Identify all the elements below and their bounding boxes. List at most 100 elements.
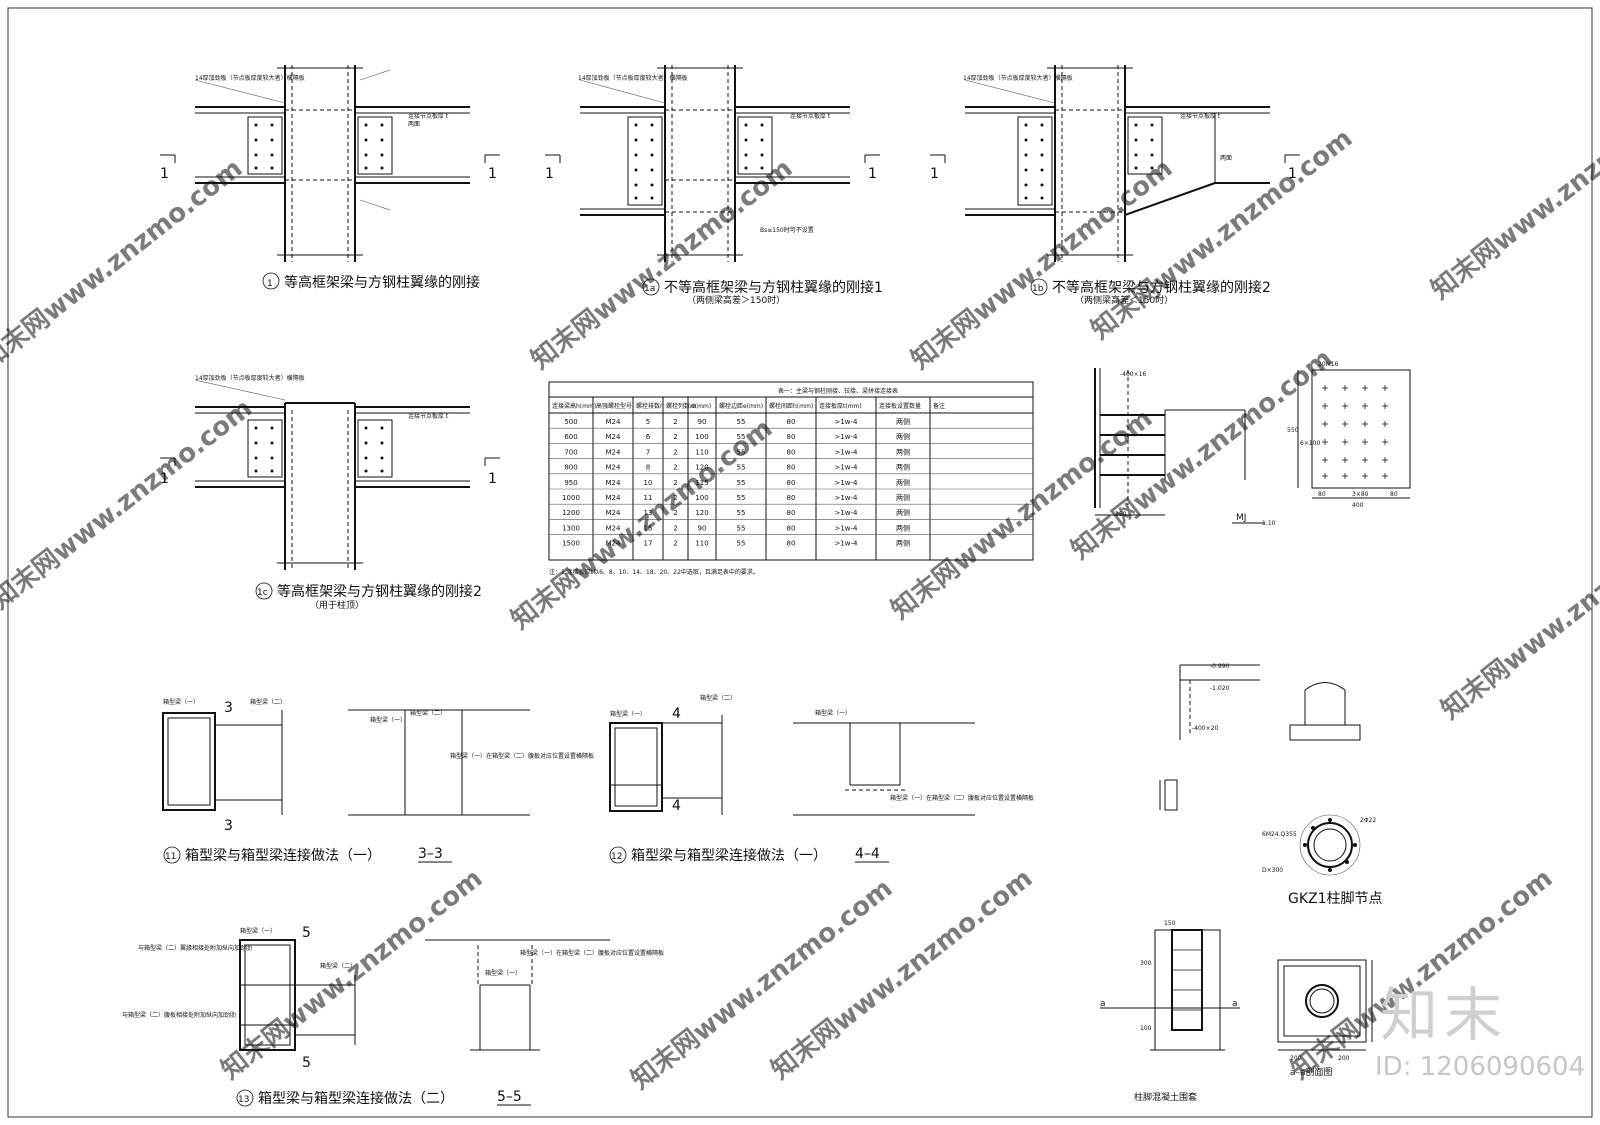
d1b-number: 1b (1032, 284, 1044, 294)
detail-1c-drawing: 1 1 (160, 379, 500, 570)
detail-1a-drawing: 1 1 (545, 65, 880, 262)
table-cell: 1300 (562, 524, 580, 532)
d1c-number-circle (255, 582, 273, 600)
svg-text:3: 3 (224, 818, 233, 834)
base-cut-mark-right: a (1232, 999, 1238, 1009)
d13-joint-note-2: 与箱型梁（二）腹板相接处附加纵向加劲肋 (122, 1011, 236, 1019)
table-cell: 13 (644, 509, 653, 517)
mj-dim-80-left: 80 (1318, 491, 1326, 498)
base-section-title: a–a剖面图 (1290, 1066, 1333, 1078)
d13-section: 5–5 (497, 1089, 522, 1105)
table-cell: 600 (564, 433, 577, 441)
svg-text:1: 1 (868, 166, 877, 182)
mj-detail-drawing (1094, 368, 1411, 524)
d1-number-circle (262, 272, 280, 290)
d13-sec-beam-1: 箱型梁（一） (485, 969, 521, 977)
base-concrete-title: 柱脚混凝土围套 (1134, 1091, 1197, 1103)
table-cell: 2 (673, 479, 677, 487)
d1a-note-150: Bs≤150时可不设置 (760, 226, 814, 234)
table-cell: 80 (787, 540, 796, 548)
table-cell: >1w-4 (834, 540, 858, 548)
table-cell: 两侧 (896, 463, 910, 472)
d12-beam-1: 箱型梁（一） (610, 710, 646, 718)
d12-number: 12 (611, 852, 622, 862)
svg-text:4: 4 (672, 706, 681, 722)
d1-both-sides: 两面 (408, 121, 420, 128)
svg-text:1: 1 (160, 471, 169, 487)
table-cell: 2 (673, 509, 677, 517)
table-cell: 80 (787, 448, 796, 456)
base-rebar: 2Φ22 (1360, 817, 1376, 824)
table-cell: M24 (606, 540, 621, 548)
d1a-plate-note: 连接节点板厚 t (790, 112, 831, 120)
detail-13-drawing: 5 5 (239, 925, 610, 1071)
d12-section: 4–4 (855, 846, 880, 862)
mj-dim-350: 350 (1115, 511, 1127, 518)
table-cell: 55 (737, 479, 746, 487)
d12-title: 箱型梁与箱型梁连接做法（一） (631, 847, 827, 864)
table-cell: 90 (698, 524, 707, 532)
table-cell: 55 (737, 418, 746, 426)
mj-bolts: 20M16 (1318, 361, 1339, 368)
table-cell: 55 (737, 524, 746, 532)
table-cell: 6 (646, 433, 651, 441)
table-cell: 8 (646, 464, 650, 472)
mj-plate: -400×16 (1120, 371, 1146, 378)
d1c-number: 1c (257, 588, 268, 598)
table-cell: 10 (644, 479, 653, 487)
d1-title: 等高框架梁与方钢柱翼缘的刚接 (284, 274, 480, 291)
table-cell: 1200 (562, 509, 580, 517)
table-cell: 110 (695, 540, 708, 548)
table-cell: >1w-4 (834, 418, 858, 426)
table-cell: 55 (737, 464, 746, 472)
d11-sec-beam-1: 箱型梁（一） (370, 716, 406, 724)
d1a-subtitle: （两侧梁高差＞150时） (687, 294, 785, 306)
table-header-cell: 螺栓列数m (666, 402, 696, 410)
base-dim-200-r: 200 (1338, 1055, 1350, 1062)
d13-title: 箱型梁与箱型梁连接做法（二） (258, 1090, 454, 1107)
table-header-cell: 备注 (933, 402, 945, 410)
d13-number-circle (236, 1089, 254, 1107)
svg-text:1: 1 (930, 166, 939, 182)
table-cell: 100 (695, 433, 708, 441)
d11-box-note: 箱型梁（一）在箱型梁（二）腹板对应位置设置横隔板 (450, 752, 594, 760)
table-cell: 5 (646, 418, 650, 426)
table-note: 注：1.连接板厚t以6、8、10、14、18、20、22中选取，且满足表中的要求… (549, 568, 759, 576)
table-cell: 2 (673, 464, 677, 472)
table-cell: 2 (673, 418, 677, 426)
table-cell: 7 (646, 448, 650, 456)
d11-number: 11 (165, 852, 176, 862)
d1a-title: 不等高框架梁与方钢柱翼缘的刚接1 (664, 279, 883, 296)
table-cell: 1500 (562, 540, 580, 548)
image-id-label: ID: 1206090604 (1375, 1052, 1586, 1082)
table-cell: M24 (606, 524, 621, 532)
table-cell: 55 (737, 448, 746, 456)
base-plate: -400×20 (1192, 725, 1218, 732)
d11-beam-1: 箱型梁（一） (163, 698, 199, 706)
table-cell: 80 (787, 433, 796, 441)
table-cell: >1w-4 (834, 448, 858, 456)
detail-12-drawing: 4 4 (609, 706, 975, 816)
table-cell: 100 (695, 494, 708, 502)
d1b-both-sides: 两面 (1220, 155, 1232, 162)
table-cell: 两侧 (896, 447, 910, 456)
base-dim-100: 100 (1140, 1025, 1152, 1032)
base-cut-mark-left: a (1100, 999, 1106, 1009)
base-dim-150: 150 (1164, 920, 1176, 927)
table-cell: 120 (695, 464, 708, 472)
table-cell: 两侧 (896, 417, 910, 426)
watermark-text: 知末网www.znzmo.com (1436, 503, 1600, 725)
table-cell: 80 (787, 418, 796, 426)
base-dim-300: 300 (1140, 960, 1152, 967)
table-cell: 11 (644, 494, 653, 502)
d13-beam-1: 箱型梁（一） (240, 927, 276, 935)
d1a-stiffener-note: 14厚加劲板（节点板厚度较大者）横隔板 (578, 74, 688, 82)
svg-text:1: 1 (1288, 166, 1297, 182)
table-cell: 2 (673, 540, 677, 548)
table-cell: M24 (606, 433, 621, 441)
mj-dim-400: 400 (1352, 502, 1364, 509)
table-cell: M24 (606, 418, 621, 426)
table-header-cell: d(mm) (691, 403, 711, 410)
d1b-stiffener-note: 14厚加劲板（节点板厚度较大者）横隔板 (963, 74, 1073, 82)
